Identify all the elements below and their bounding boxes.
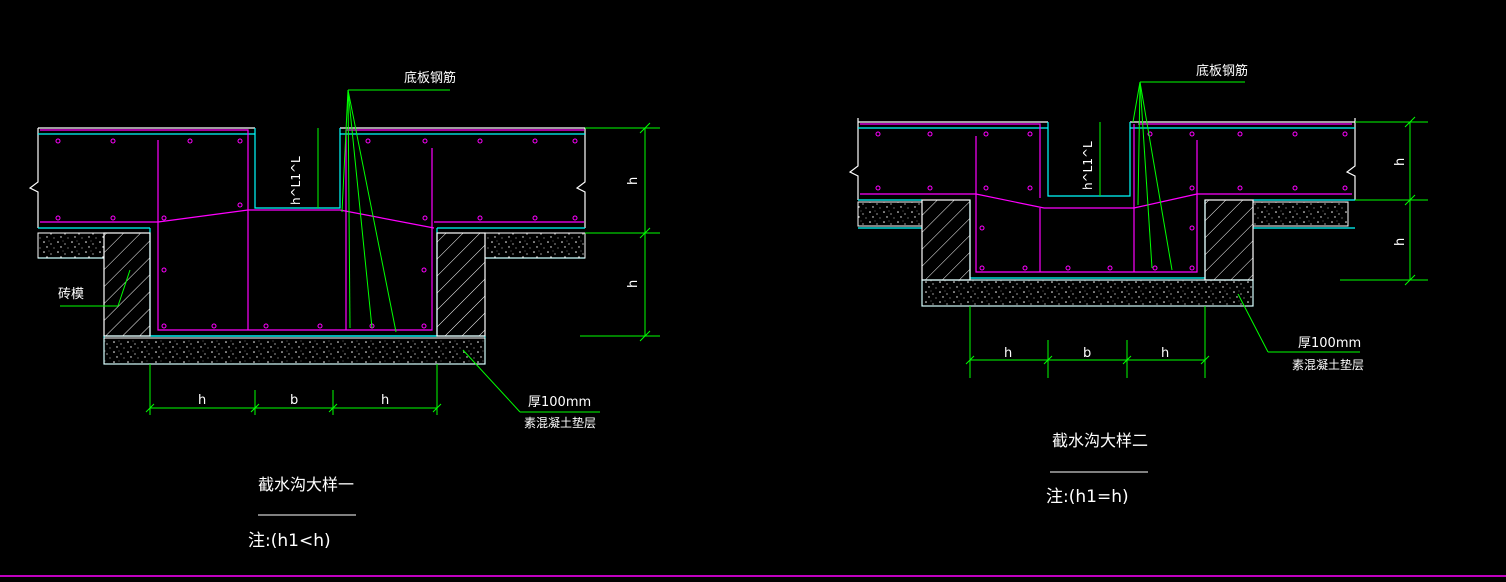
- gravel-layer-right-1: [484, 232, 586, 259]
- dimensions-2: [965, 116, 1428, 378]
- gravel-layer-left-1: [37, 232, 105, 259]
- leader-lines-2: [1132, 81, 1360, 353]
- dim-h-bottom-1: h: [626, 280, 641, 288]
- depth-dim-label-1: h^L1^L: [289, 156, 303, 205]
- dim-b-1: b: [290, 393, 298, 408]
- detail-note-1: 注:(h1<h): [248, 531, 331, 551]
- detail-note-2: 注:(h1=h): [1046, 487, 1129, 507]
- concrete-bedding-1: [103, 337, 486, 365]
- concrete-bedding-2: [921, 279, 1254, 307]
- rebar-dots-2: [875, 131, 1348, 271]
- rebar-1: [40, 129, 584, 331]
- dim-b-2: b: [1083, 346, 1091, 361]
- layer-label-2: 素混凝土垫层: [1292, 357, 1364, 372]
- leader-lines-1: [60, 89, 600, 413]
- dim-h-top-2: h: [1393, 158, 1408, 166]
- dim-h-left-2: h: [1004, 346, 1012, 361]
- brick-form-left-2: [921, 199, 971, 281]
- gravel-layer-right-2: [1252, 201, 1349, 227]
- slab-outline-2: [848, 118, 1356, 200]
- rebar-label-2: 底板钢筋: [1196, 63, 1248, 79]
- detail-2: 底板钢筋 h^L1^L h h h b h 厚100mm 素混凝土垫层 截水沟大…: [848, 63, 1428, 507]
- slab-outline-1: [28, 127, 586, 228]
- rebar-label-1: 底板钢筋: [404, 70, 456, 86]
- brick-label-1: 砖模: [58, 287, 84, 302]
- brick-form-right-1: [436, 232, 486, 337]
- layer-label-1: 素混凝土垫层: [524, 415, 596, 430]
- detail-title-1: 截水沟大样一: [258, 475, 354, 494]
- thickness-label-1: 厚100mm: [528, 395, 591, 410]
- rebar-2: [860, 123, 1352, 273]
- brick-form-left-1: [103, 232, 151, 337]
- detail-title-2: 截水沟大样二: [1052, 431, 1148, 450]
- dim-h-left-1: h: [198, 393, 206, 408]
- depth-dim-label-2: h^L1^L: [1081, 141, 1095, 190]
- dimensions-1: [145, 122, 660, 415]
- detail-1: 底板钢筋 h^L1^L 砖模 h h h b h 厚100mm 素混凝土垫层 截…: [28, 70, 660, 551]
- rebar-dots-1: [55, 138, 578, 329]
- dim-h-top-1: h: [626, 177, 641, 185]
- dim-h-bottom-2: h: [1393, 238, 1408, 246]
- gravel-layer-left-2: [857, 201, 923, 227]
- thickness-label-2: 厚100mm: [1298, 336, 1361, 351]
- dim-h-right-1: h: [381, 393, 389, 408]
- brick-form-right-2: [1204, 199, 1254, 281]
- dim-h-right-2: h: [1161, 346, 1169, 361]
